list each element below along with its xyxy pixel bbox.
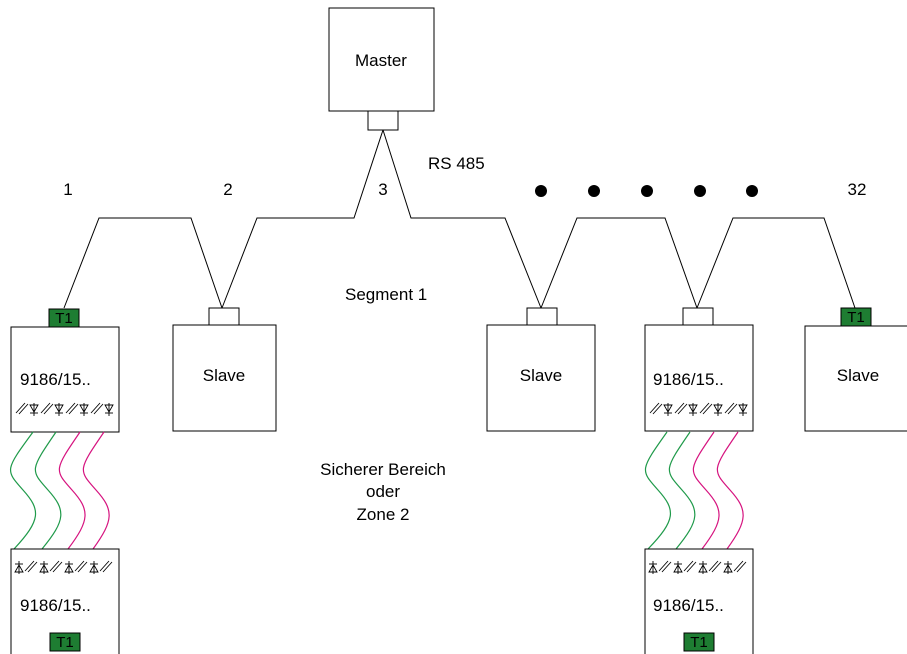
- device-label: 9186/15..: [653, 370, 724, 389]
- bus-label: RS 485: [428, 154, 485, 173]
- device-label: 9186/15..: [20, 596, 91, 615]
- device-9186-upper-right: [644, 324, 754, 432]
- slave-label: Slave: [837, 366, 880, 385]
- area-label-line3: Zone 2: [357, 505, 410, 524]
- terminator-label: T1: [690, 634, 708, 651]
- area-label-line1: Sicherer Bereich: [320, 460, 446, 479]
- optocoupler-icon-row: [648, 560, 747, 574]
- slave-label: Slave: [520, 366, 563, 385]
- device-9186-upper-left: [10, 326, 120, 433]
- device-connector-right: [682, 307, 714, 326]
- segment-label: Segment 1: [345, 285, 427, 304]
- bus-wiring: [63, 129, 856, 309]
- area-label-line2: oder: [366, 482, 400, 501]
- slave-connector-3: [526, 307, 558, 326]
- ellipsis-dots: [535, 185, 758, 197]
- terminator-label: T1: [56, 634, 74, 651]
- slave-connector-2: [208, 307, 240, 326]
- master-connector: [367, 110, 399, 131]
- master-box: [328, 7, 435, 112]
- slave-box-32: [804, 325, 907, 432]
- slave-label: Slave: [203, 366, 246, 385]
- terminator-t1-lower-left: [49, 632, 81, 652]
- terminator-label: T1: [55, 310, 73, 327]
- node-number-32: 32: [848, 180, 867, 199]
- slave-box-3: [486, 324, 596, 432]
- cables-left: [9, 431, 110, 550]
- node-number-2: 2: [223, 180, 232, 199]
- node-number-3: 3: [378, 180, 387, 199]
- master-label: Master: [355, 51, 407, 70]
- optocoupler-icon-row: [649, 402, 748, 416]
- optocoupler-icon-row: [15, 402, 114, 416]
- device-label: 9186/15..: [653, 596, 724, 615]
- node-number-1: 1: [63, 180, 72, 199]
- terminator-label: T1: [847, 309, 865, 326]
- optocoupler-icon-row: [14, 560, 113, 574]
- terminator-t1-lower-right: [683, 632, 715, 652]
- cables-right: [644, 431, 744, 550]
- slave-box-2: [172, 324, 277, 432]
- device-label: 9186/15..: [20, 370, 91, 389]
